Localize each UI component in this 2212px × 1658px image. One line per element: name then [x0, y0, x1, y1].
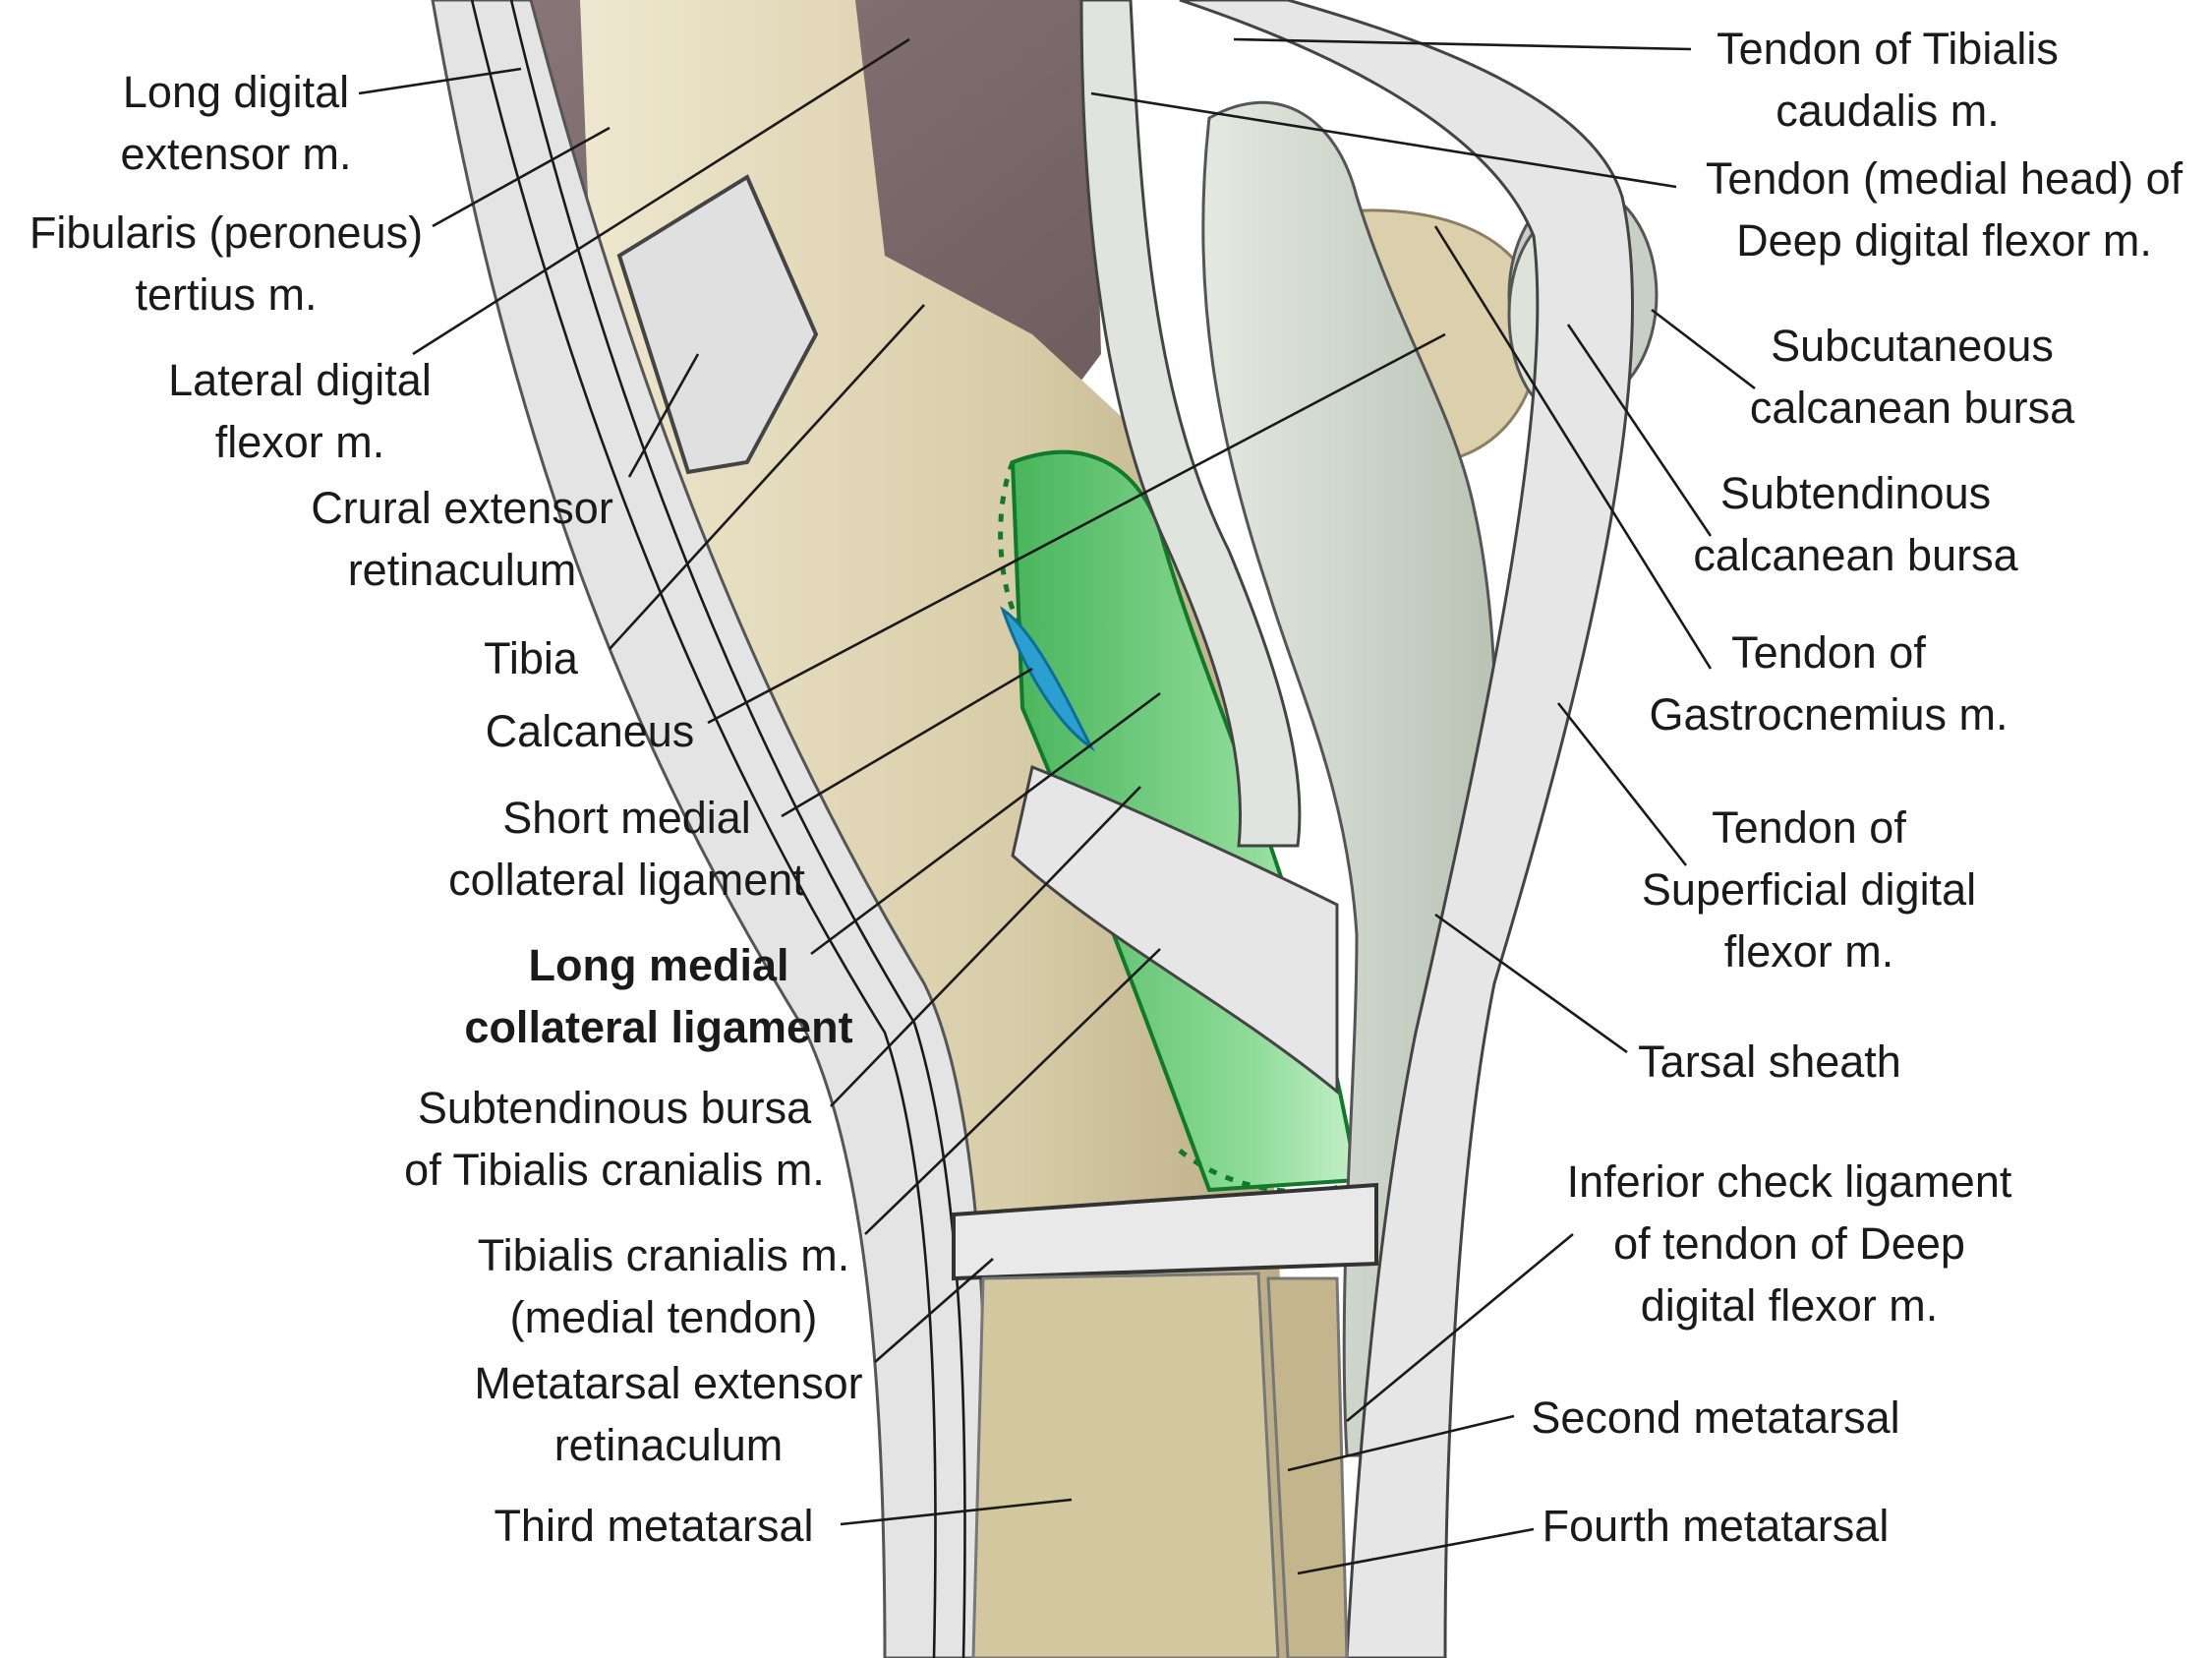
label-tarsal-sheath: Tarsal sheath: [1638, 1036, 1901, 1087]
label-inferior-check-ligament: Inferior check ligament of tendon of Dee…: [1566, 1156, 2012, 1331]
label-tibia: Tibia: [484, 633, 578, 683]
label-subcutaneous-calcanean-bursa: Subcutaneous calcanean bursa: [1749, 321, 2075, 433]
label-tendon-sdf: Tendon of Superficial digital flexor m.: [1641, 802, 1977, 977]
extensor-tendon-bundle: [431, 0, 988, 1658]
label-tendon-medial-head-ddf: Tendon (medial head) of Deep digital fle…: [1705, 153, 2183, 266]
label-short-medial-collateral: Short medial collateral ligament: [448, 793, 805, 905]
label-subtendinous-calcanean-bursa: Subtendinous calcanean bursa: [1693, 468, 2018, 580]
splint-metatarsal-bone: [1266, 1276, 1349, 1658]
label-fibularis-tertius: Fibularis (peroneus) tertius m.: [29, 207, 424, 320]
label-fourth-metatarsal: Fourth metatarsal: [1542, 1501, 1890, 1551]
sdf-tendon: [1179, 0, 1635, 1658]
leader-lines: [358, 37, 1756, 1575]
tibialis-caudalis-tendon: [1079, 0, 1302, 848]
third-metatarsal-bone: [971, 1272, 1280, 1658]
label-lateral-digital-flexor: Lateral digital flexor m.: [168, 355, 432, 467]
subtendinous-bursa-shape: [1000, 606, 1095, 752]
label-subtendinous-bursa-tibialis: Subtendinous bursa of Tibialis cranialis…: [404, 1083, 825, 1195]
label-crural-extensor-retinaculum: Crural extensor retinaculum: [311, 483, 613, 595]
label-calcaneus: Calcaneus: [485, 706, 695, 756]
crossing-tendon-band: [1011, 764, 1339, 1095]
label-second-metatarsal: Second metatarsal: [1531, 1392, 1900, 1443]
label-tendon-gastrocnemius: Tendon of Gastrocnemius m.: [1649, 627, 2008, 740]
label-tendon-tibialis-caudalis: Tendon of Tibialis caudalis m.: [1717, 24, 2059, 136]
metatarsal-retinaculum-shape: [952, 1182, 1378, 1281]
crural-retinaculum-shape: [616, 174, 819, 475]
label-third-metatarsal: Third metatarsal: [494, 1501, 814, 1551]
label-metatarsal-extensor-retinaculum: Metatarsal extensor retinaculum: [474, 1358, 863, 1470]
label-long-medial-collateral: Long medial collateral ligament: [464, 940, 853, 1052]
label-long-digital-extensor: Long digital extensor m.: [120, 67, 352, 179]
label-tibialis-cranialis-tendon: Tibialis cranialis m. (medial tendon): [477, 1230, 850, 1342]
